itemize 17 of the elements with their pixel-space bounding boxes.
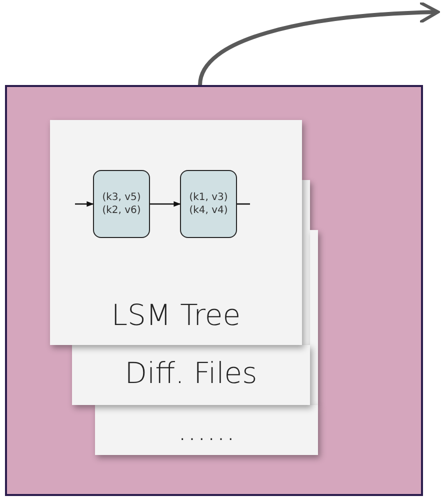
card-title: Diff. Files (124, 356, 258, 390)
node-text: (k4, v4) (189, 204, 228, 218)
arrow (198, 1, 440, 86)
card (95, 405, 318, 455)
arrow (150, 201, 181, 207)
card-title: LSM Tree (110, 298, 242, 332)
card-title: …… (176, 413, 236, 447)
card (50, 120, 302, 345)
node-text: (k3, v5) (102, 190, 141, 204)
node-text: (k2, v6) (102, 204, 141, 218)
key-value-node (93, 170, 150, 238)
key-value-node (180, 170, 237, 238)
node-text: (k1, v3) (189, 190, 228, 204)
card (72, 345, 310, 405)
connector-line (237, 203, 250, 205)
container-box (5, 85, 423, 496)
arrow (75, 201, 94, 207)
